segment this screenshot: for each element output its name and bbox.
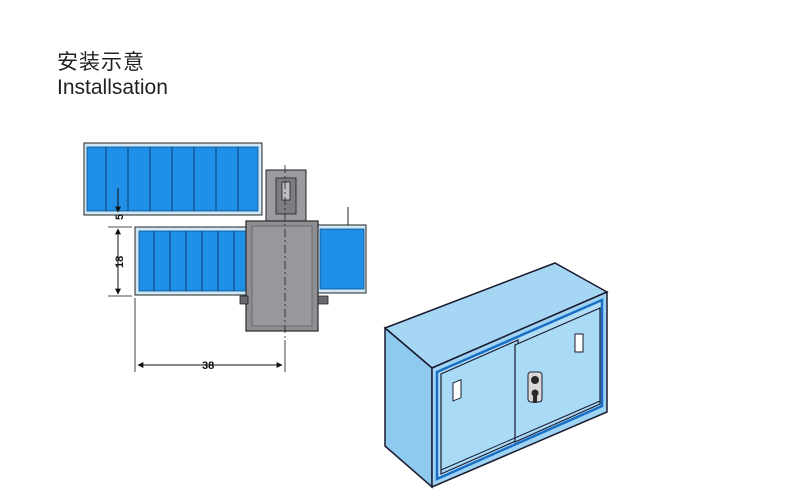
title-chinese: 安装示意	[57, 50, 145, 74]
title-english: Installsation	[57, 76, 168, 99]
dimension-width	[134, 298, 286, 372]
left-door-handle	[452, 379, 462, 402]
right-door-handle	[574, 333, 584, 353]
dimension-width-label: 38	[202, 360, 214, 372]
dimension-gap-label: 5	[114, 214, 126, 220]
dimension-height-label: 18	[114, 256, 126, 268]
upper-door-panel	[83, 142, 263, 216]
cabinet-illustration	[383, 262, 609, 489]
lock-assembly	[239, 165, 329, 340]
dimension-height	[108, 228, 132, 297]
lower-door-panel	[134, 207, 367, 296]
cabinet-lock	[527, 371, 543, 403]
dimension-gap	[108, 188, 132, 228]
